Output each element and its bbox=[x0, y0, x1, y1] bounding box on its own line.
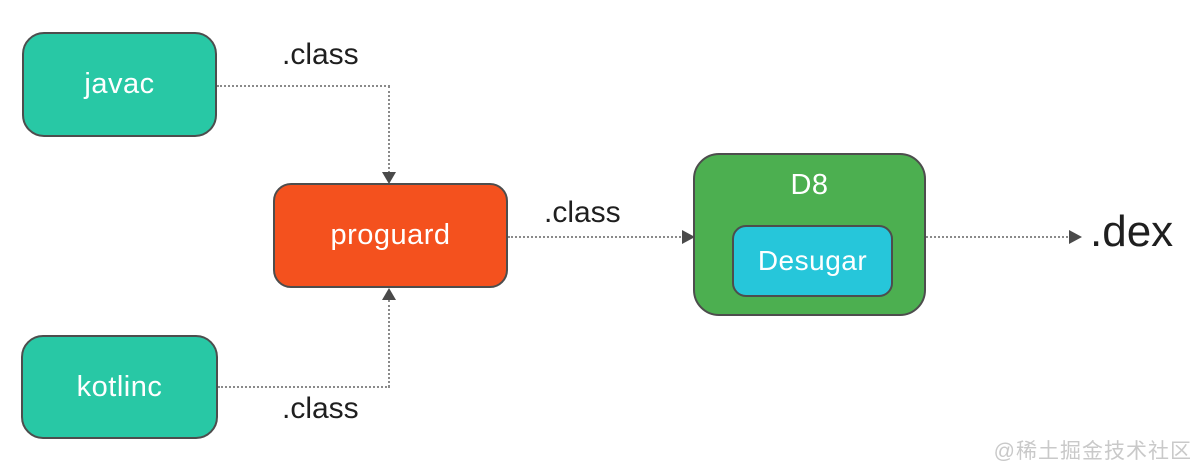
node-desugar: Desugar bbox=[732, 225, 893, 297]
arrowhead-up-into-proguard bbox=[382, 288, 396, 300]
edge-label-proguard-class: .class bbox=[544, 196, 621, 229]
node-javac: javac bbox=[22, 32, 217, 137]
connector-kotlinc-vertical bbox=[388, 300, 390, 387]
watermark-text: @稀土掘金技术社区 bbox=[993, 440, 1192, 463]
node-d8: D8 Desugar bbox=[693, 153, 926, 316]
connector-javac-horizontal bbox=[217, 85, 390, 87]
node-kotlinc: kotlinc bbox=[21, 335, 218, 439]
edge-label-dex-output: .dex bbox=[1090, 207, 1174, 256]
arrowhead-right-into-d8 bbox=[682, 230, 695, 244]
arrowhead-right-to-dex bbox=[1069, 230, 1082, 244]
node-d8-label: D8 bbox=[790, 169, 829, 201]
connector-kotlinc-horizontal bbox=[218, 386, 390, 388]
arrowhead-down-into-proguard bbox=[382, 172, 396, 184]
edge-label-javac-class: .class bbox=[282, 38, 359, 71]
connector-proguard-to-d8 bbox=[508, 236, 681, 238]
node-proguard: proguard bbox=[273, 183, 508, 288]
connector-javac-vertical bbox=[388, 86, 390, 173]
connector-d8-to-dex bbox=[926, 236, 1068, 238]
edge-label-kotlinc-class: .class bbox=[282, 392, 359, 425]
